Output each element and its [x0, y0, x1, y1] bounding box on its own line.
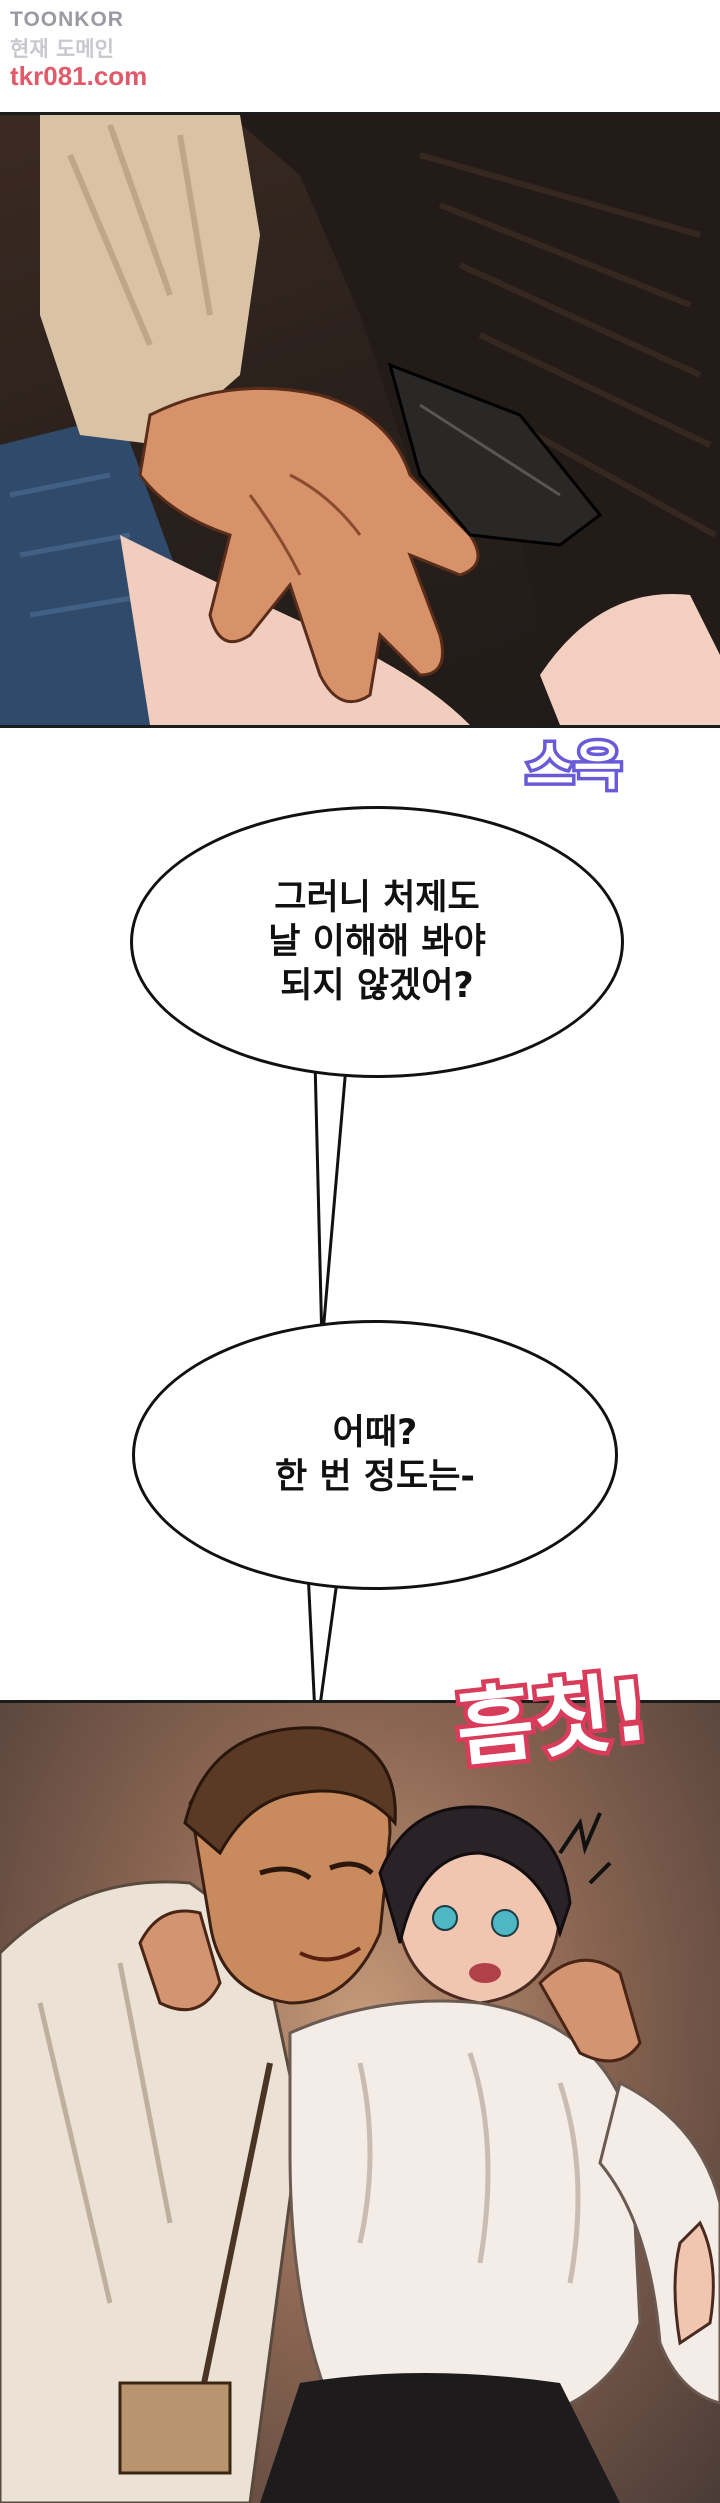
speech-bubble-1-text: 그러니 처제도 날 이해해 봐야 되지 않겠어?	[268, 878, 486, 1006]
bubble-1-tail	[312, 1020, 352, 1346]
watermark-url: tkr081.com	[10, 61, 148, 91]
sfx-rustle-text: 스윽	[526, 737, 622, 797]
watermark-brand: TOONKOR	[10, 8, 124, 31]
sfx-flinch-art: 흠칫!	[447, 1656, 658, 1783]
sfx-flinch: 흠칫!	[447, 1628, 710, 1802]
speech-bubble-2-text: 어때? 한 번 정도는-	[275, 1413, 475, 1497]
panel-bottom-art	[0, 1726, 720, 2503]
sfx-rustle-art: 스윽	[523, 734, 626, 801]
watermark-subtitle: 현재 도메인	[10, 37, 114, 61]
panel-top-art	[0, 115, 720, 725]
speech-bubble-2: 어때? 한 번 정도는-	[132, 1320, 618, 1590]
sfx-flinch-text: 흠칫!	[452, 1661, 654, 1779]
sfx-rustle: 스윽	[520, 718, 670, 812]
watermark: TOONKOR 현재 도메인 tkr081.com	[10, 8, 200, 92]
comic-panel-top	[0, 112, 720, 728]
speech-bubble-1: 그러니 처제도 날 이해해 봐야 되지 않겠어?	[130, 806, 624, 1078]
comic-panel-bottom	[0, 1700, 720, 2503]
